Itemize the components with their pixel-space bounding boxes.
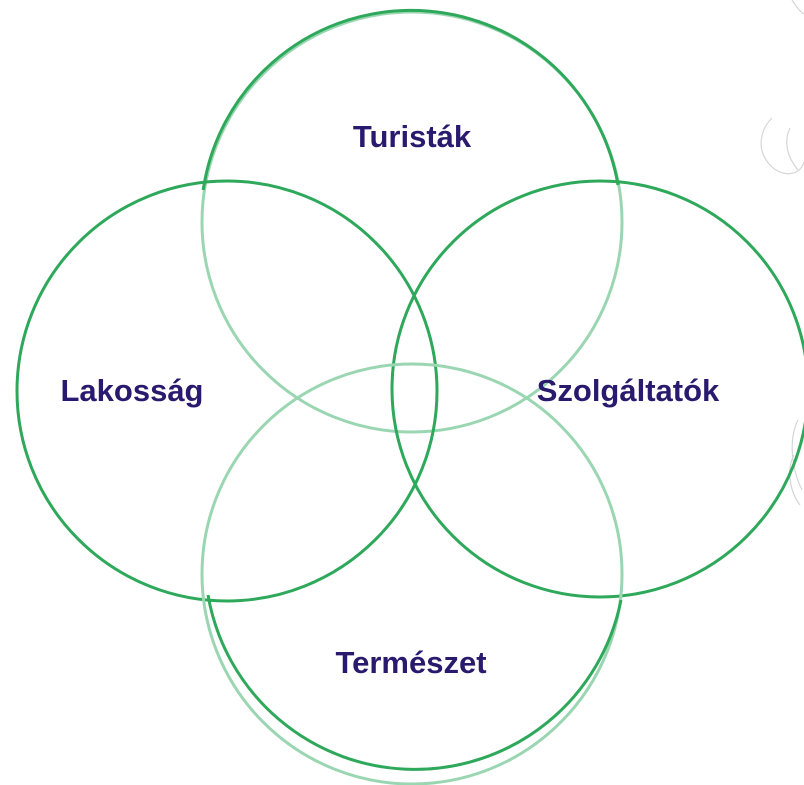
label-szolgaltatok: Szolgáltatók (537, 373, 720, 408)
label-turistak: Turisták (353, 119, 472, 154)
circle-termeszet (202, 364, 622, 784)
label-lakossag: Lakosság (60, 373, 203, 408)
label-termeszet: Természet (335, 645, 486, 680)
turistak-outer-arc (203, 10, 618, 190)
termeszet-outer-arc (208, 595, 621, 769)
circle-turistak (202, 12, 622, 432)
decorative-sketch (761, 0, 804, 505)
